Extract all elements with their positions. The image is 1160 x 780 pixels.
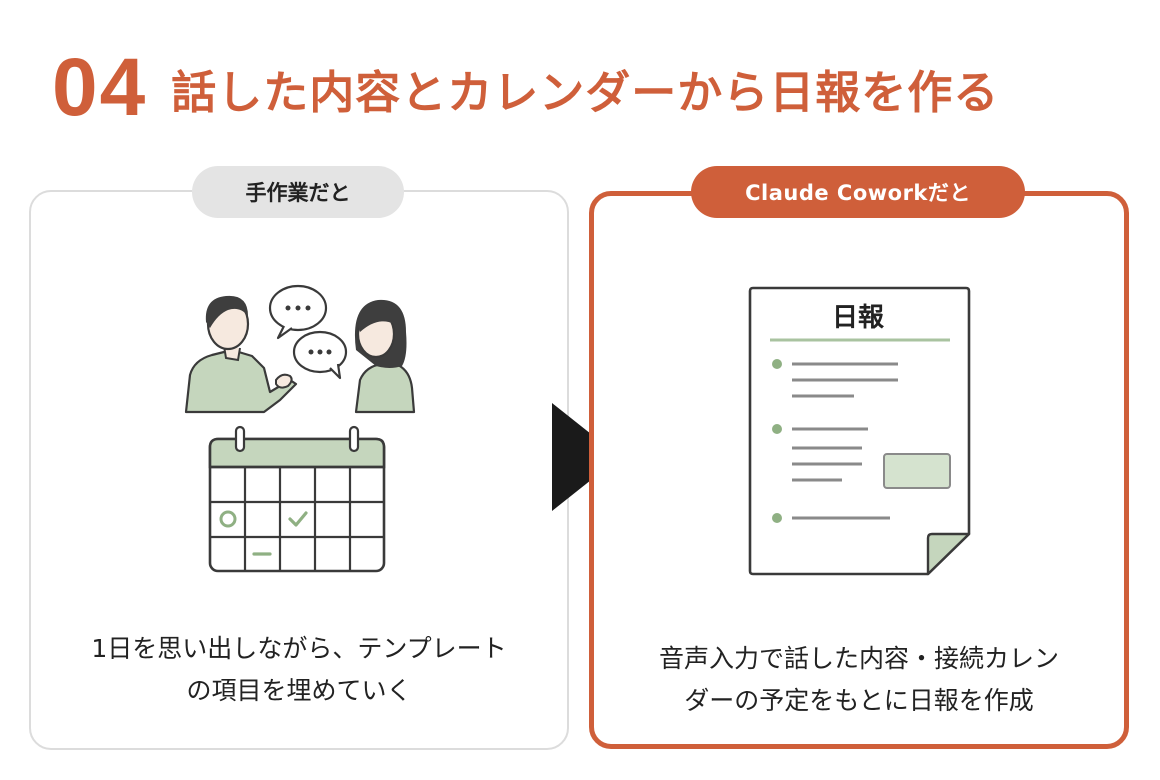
- cowork-label-pill: Claude Coworkだと: [691, 166, 1025, 218]
- calendar-icon: [208, 425, 386, 573]
- page-title: 話した内容とカレンダーから日報を作る: [171, 65, 1000, 119]
- cowork-caption-line2: ダーの予定をもとに日報を作成: [684, 686, 1034, 715]
- manual-caption-line2: の項目を埋めていく: [186, 676, 412, 705]
- cowork-caption-line1: 音声入力で話した内容・接続カレン: [658, 644, 1059, 673]
- manual-label-pill: 手作業だと: [192, 166, 404, 218]
- report-document-icon: 日報: [748, 286, 971, 576]
- manual-caption-line1: 1日を思い出しながら、テンプレート: [91, 634, 507, 663]
- conversation-icon: [184, 284, 416, 414]
- section-number: 04: [52, 42, 148, 133]
- manual-caption: 1日を思い出しながら、テンプレート の項目を埋めていく: [29, 628, 569, 712]
- cowork-caption: 音声入力で話した内容・接続カレン ダーの予定をもとに日報を作成: [589, 638, 1129, 722]
- document-title: 日報: [832, 303, 885, 333]
- arrow-right-icon: [552, 403, 620, 511]
- header: 04 話した内容とカレンダーから日報を作る: [52, 38, 999, 138]
